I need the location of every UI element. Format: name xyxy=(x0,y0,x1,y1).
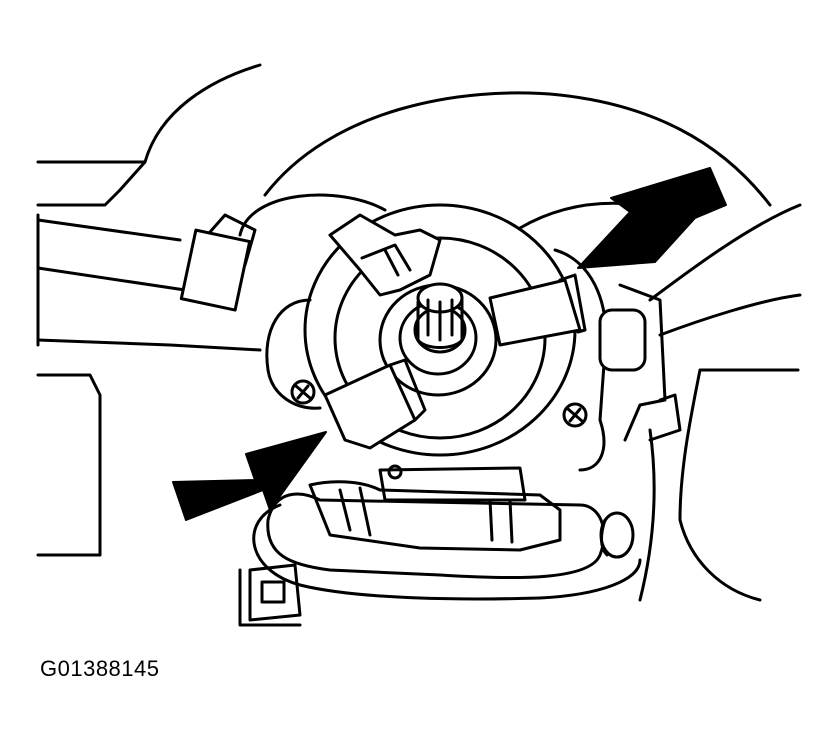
right-stalk-lower xyxy=(660,295,800,335)
pointer-arrow-upper-right xyxy=(578,168,726,268)
lower-bracket-slot xyxy=(262,582,284,602)
lower-bracket xyxy=(250,565,300,620)
column-cover-opening xyxy=(268,494,604,578)
dashboard-lower-left-panel xyxy=(38,340,260,350)
pointer-arrow-lower-left xyxy=(173,432,326,520)
left-mounting-screw-slot xyxy=(296,386,310,398)
lower-plate-rivet xyxy=(389,466,401,478)
lower-bracket-edge xyxy=(240,570,300,625)
top-connector xyxy=(330,215,440,295)
top-connector-detail xyxy=(362,245,410,275)
steering-column-clock-spring-diagram xyxy=(0,0,836,640)
column-cover-outer xyxy=(254,505,640,599)
cowl-arc xyxy=(265,93,770,205)
dashboard-left-panel xyxy=(38,162,145,205)
right-lower-contour xyxy=(640,430,654,600)
dashboard-upper-contour xyxy=(145,65,260,162)
right-switch-block xyxy=(600,310,645,370)
right-dash-panel xyxy=(680,370,798,600)
left-stalk-lower xyxy=(38,268,185,290)
dashboard-lower-left-box xyxy=(38,375,100,555)
ignition-knob-detail xyxy=(601,520,607,555)
right-bracket xyxy=(620,285,680,440)
tape-strip-left-fold xyxy=(390,360,425,420)
right-stalk-upper xyxy=(650,205,800,300)
tape-strip-right-fold xyxy=(560,275,585,332)
left-connector xyxy=(181,230,249,310)
left-stalk-upper xyxy=(38,220,180,240)
tape-strip-left xyxy=(325,365,415,448)
harness-loop xyxy=(240,195,385,235)
steering-shaft xyxy=(418,300,462,348)
left-housing xyxy=(267,300,320,408)
lower-column-assembly xyxy=(310,482,560,550)
right-mounting-screw-slot xyxy=(568,409,582,421)
lower-column-ribs xyxy=(340,488,512,542)
left-connector-tab xyxy=(210,215,255,265)
shaft-spline xyxy=(428,300,452,340)
figure-id-label: G01388145 xyxy=(40,656,160,681)
